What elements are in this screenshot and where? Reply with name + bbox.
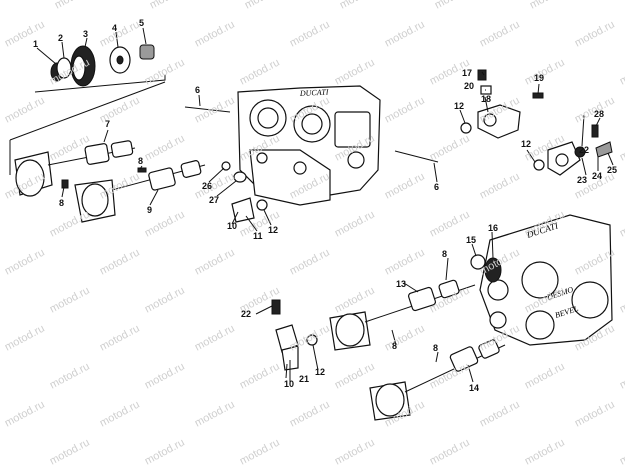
callout-22: 22 bbox=[579, 145, 590, 155]
leader-lines bbox=[36, 27, 614, 383]
callout-16: 16 bbox=[488, 223, 499, 233]
part-stud bbox=[184, 106, 231, 113]
callout-28: 28 bbox=[594, 109, 605, 119]
callout-26: 26 bbox=[202, 181, 213, 191]
callout-6: 6 bbox=[195, 85, 201, 95]
callout-24: 24 bbox=[592, 171, 603, 181]
callout-8: 8 bbox=[442, 249, 448, 259]
part-oring bbox=[256, 199, 268, 211]
callout-8: 8 bbox=[392, 341, 398, 351]
callout-8: 8 bbox=[59, 198, 65, 208]
callout-5: 5 bbox=[139, 18, 145, 28]
callout-6: 6 bbox=[434, 182, 440, 192]
callout-8: 8 bbox=[138, 156, 144, 166]
callout-12: 12 bbox=[454, 101, 465, 111]
callout-21: 21 bbox=[299, 374, 310, 384]
callout-27: 27 bbox=[209, 195, 220, 205]
callout-20: 20 bbox=[464, 81, 475, 91]
callout-4: 4 bbox=[112, 23, 118, 33]
callout-14: 14 bbox=[469, 383, 480, 393]
callout-12: 12 bbox=[315, 367, 326, 377]
part-washer bbox=[470, 254, 486, 270]
part-stud bbox=[394, 150, 439, 163]
callout-17: 17 bbox=[462, 68, 473, 78]
cylinder-head-lower bbox=[479, 214, 613, 346]
callout-22: 22 bbox=[241, 309, 252, 319]
callout-12: 12 bbox=[268, 225, 279, 235]
callout-1: 1 bbox=[33, 39, 39, 49]
shaft-upper bbox=[14, 140, 136, 197]
callout-13: 13 bbox=[396, 279, 407, 289]
lower-fittings bbox=[271, 299, 318, 371]
part-seal bbox=[233, 171, 247, 183]
callout-10: 10 bbox=[227, 221, 238, 231]
shaft-middle bbox=[74, 160, 206, 223]
gear-assembly bbox=[50, 44, 155, 87]
callout-10: 10 bbox=[284, 379, 295, 389]
shaft-bottom bbox=[369, 339, 506, 421]
callout-2: 2 bbox=[58, 33, 64, 43]
callout-9: 9 bbox=[147, 205, 153, 215]
callout-7: 7 bbox=[105, 119, 111, 129]
callout-19: 19 bbox=[534, 73, 545, 83]
part-key bbox=[61, 179, 69, 189]
part-bracket bbox=[231, 197, 255, 223]
callout-8: 8 bbox=[433, 343, 439, 353]
callout-25: 25 bbox=[607, 165, 618, 175]
callout-12: 12 bbox=[521, 139, 532, 149]
callout-3: 3 bbox=[83, 29, 89, 39]
casting-lettering: DUCATI bbox=[299, 87, 329, 98]
part-key bbox=[137, 167, 147, 173]
callout-23: 23 bbox=[577, 175, 588, 185]
cylinder-head-upper bbox=[237, 85, 381, 206]
part-bush bbox=[139, 44, 155, 60]
shaft-lower bbox=[329, 279, 476, 351]
callout-18: 18 bbox=[481, 94, 492, 104]
callout-11: 11 bbox=[253, 231, 263, 241]
callout-15: 15 bbox=[466, 235, 477, 245]
